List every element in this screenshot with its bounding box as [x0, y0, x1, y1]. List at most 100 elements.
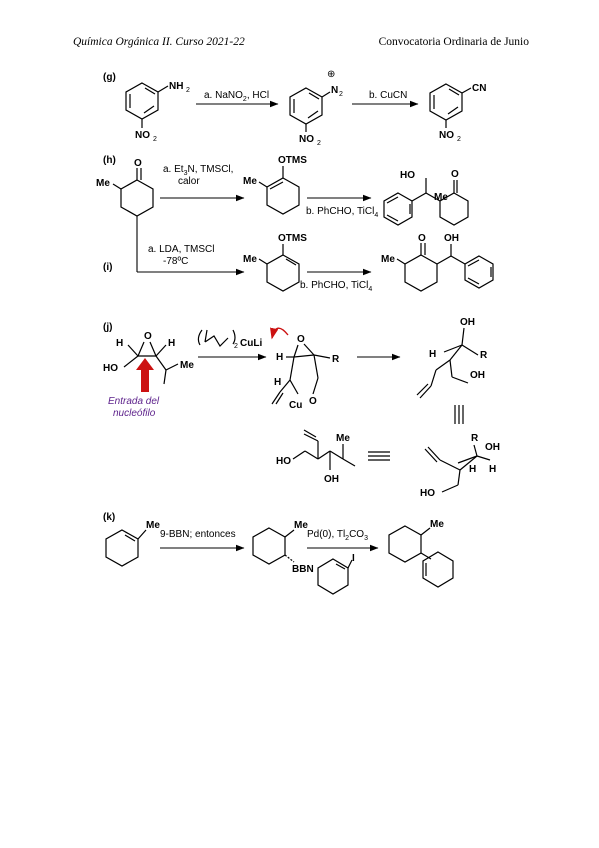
svg-text:2: 2 — [457, 136, 461, 143]
i-step-a-2: -78ºC — [163, 256, 188, 267]
g-nh2-label: NH — [169, 81, 183, 92]
svg-text:HO: HO — [103, 363, 118, 374]
svg-text:BBN: BBN — [292, 564, 314, 575]
nucleophile-note-1: Entrada del — [108, 396, 160, 407]
svg-text:OH: OH — [444, 233, 459, 244]
svg-text:R: R — [480, 350, 488, 361]
svg-text:H: H — [276, 352, 283, 363]
svg-text:Me: Me — [243, 254, 257, 265]
h-ketone: O Me — [96, 158, 154, 217]
k-vinyl-iodide: I — [317, 553, 355, 595]
nucleophile-note-2: nucleófilo — [113, 408, 156, 419]
svg-text:OTMS: OTMS — [278, 233, 307, 244]
j-product: OH H R OH — [416, 317, 488, 399]
svg-text:2: 2 — [153, 136, 157, 143]
svg-text:Me: Me — [96, 178, 110, 189]
svg-text:NO: NO — [439, 130, 454, 141]
j-equivalence-horizontal — [368, 451, 390, 461]
svg-text:2: 2 — [186, 87, 190, 94]
h-step-a-1: a. Et3N, TMSCl, — [163, 164, 233, 177]
header-course: Química Orgánica II. Curso 2021-22 — [73, 36, 245, 48]
section-k: (k) Me 9-BBN; entonces Me BBN Pd(0), Tl2… — [103, 512, 454, 595]
svg-text:O: O — [134, 158, 142, 169]
curved-arrow-icon — [270, 327, 289, 340]
svg-text:Me: Me — [381, 254, 395, 265]
svg-text:O: O — [144, 331, 152, 342]
svg-text:NO: NO — [299, 134, 314, 145]
svg-text:HO: HO — [276, 456, 291, 467]
svg-text:OH: OH — [485, 442, 500, 453]
svg-text:H: H — [116, 338, 123, 349]
h-aldol-product: HO O Me — [383, 169, 469, 226]
j-equivalence-vertical — [454, 405, 464, 424]
svg-text:Me: Me — [180, 360, 194, 371]
svg-text:Me: Me — [430, 519, 444, 530]
svg-text:Me: Me — [294, 520, 308, 531]
label-i: (i) — [103, 262, 112, 273]
svg-text:CuLi: CuLi — [240, 338, 262, 349]
header-exam: Convocatoria Ordinaria de Junio — [378, 36, 529, 48]
g-step-b: b. CuCN — [369, 90, 407, 101]
section-j: (j) O H H HO Me Entrada del nucleófilo — [103, 317, 500, 499]
svg-text:OH: OH — [324, 474, 339, 485]
k-alkylborane: Me BBN — [252, 520, 314, 575]
svg-text:CN: CN — [472, 83, 486, 94]
svg-text:HO: HO — [420, 488, 435, 499]
i-step-b: b. PhCHO, TiCl4 — [300, 280, 372, 293]
svg-text:R: R — [471, 433, 479, 444]
svg-text:2: 2 — [339, 91, 343, 98]
j-rotamer: R H OH H HO — [420, 433, 500, 499]
svg-text:2: 2 — [234, 343, 238, 350]
section-h: (h) O Me a. Et3N, TMSCl, calor OTMS Me b… — [96, 155, 469, 226]
k-step-a: 9-BBN; entonces — [160, 529, 236, 540]
g-no2-label: NO — [135, 130, 150, 141]
svg-text:HO: HO — [400, 170, 415, 181]
svg-text:O: O — [451, 169, 459, 180]
j-transition-state: O R H H Cu O — [270, 327, 340, 411]
svg-text:OTMS: OTMS — [278, 155, 307, 166]
svg-text:H: H — [489, 464, 496, 475]
svg-text:Me: Me — [146, 520, 160, 531]
svg-text:O: O — [297, 334, 305, 345]
svg-text:O: O — [309, 396, 317, 407]
h-step-a-2: calor — [178, 176, 200, 187]
svg-text:N: N — [331, 85, 338, 96]
k-product: Me — [388, 519, 454, 588]
svg-text:Me: Me — [243, 176, 257, 187]
svg-text:O: O — [418, 233, 426, 244]
svg-text:2: 2 — [317, 140, 321, 147]
h-step-b: b. PhCHO, TiCl4 — [306, 206, 378, 219]
i-aldol-product: O Me OH — [381, 233, 494, 292]
svg-text:H: H — [429, 349, 436, 360]
svg-text:I: I — [352, 553, 355, 564]
label-j: (j) — [103, 322, 112, 333]
j-epoxide: O H H HO Me Entrada del nucleófilo — [103, 331, 194, 419]
i-enol-ether: OTMS Me — [243, 233, 307, 292]
svg-text:Cu: Cu — [289, 400, 302, 411]
red-arrow-icon — [136, 358, 154, 392]
label-k: (k) — [103, 512, 115, 523]
k-step-b: Pd(0), Tl2CO3 — [307, 529, 368, 542]
j-cuprate-reagent: 2 CuLi — [197, 329, 262, 350]
svg-text:H: H — [469, 464, 476, 475]
label-g: (g) — [103, 72, 116, 83]
j-zigzag: HO Me OH — [276, 429, 356, 485]
i-step-a-1: a. LDA, TMSCl — [148, 244, 215, 255]
svg-text:Me: Me — [336, 433, 350, 444]
k-methylcyclohexene: Me — [105, 520, 160, 567]
g-step-a: a. NaNO2, HCl — [204, 90, 269, 103]
section-g: (g) NH 2 NO 2 a. NaNO2, HCl ⊕ N 2 — [103, 69, 486, 147]
h-enol-ether: OTMS Me — [243, 155, 307, 215]
label-h: (h) — [103, 155, 116, 166]
svg-text:H: H — [168, 338, 175, 349]
svg-text:R: R — [332, 354, 340, 365]
svg-text:OH: OH — [470, 370, 485, 381]
svg-text:OH: OH — [460, 317, 475, 328]
g-diazonium: ⊕ N 2 NO 2 — [289, 69, 343, 147]
svg-text:Me: Me — [434, 192, 448, 203]
g-plus-charge: ⊕ — [327, 69, 335, 80]
g-nitrile: CN NO 2 — [429, 83, 486, 143]
section-i: (i) a. LDA, TMSCl -78ºC OTMS Me b. PhCHO… — [103, 216, 494, 293]
g-aniline: NH 2 NO 2 — [125, 81, 190, 143]
